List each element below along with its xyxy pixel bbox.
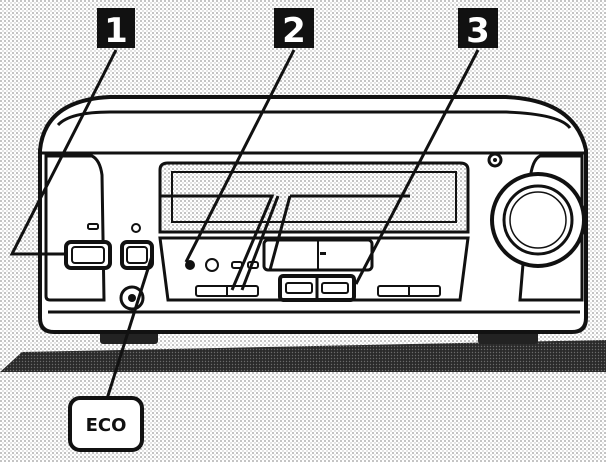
volume-knob-ring xyxy=(509,191,567,249)
select-button-left[interactable] xyxy=(285,282,313,294)
remote-sensor-core xyxy=(493,158,497,162)
callout-label-2: 2 xyxy=(282,11,306,51)
leader-line-1 xyxy=(9,49,118,256)
eco-key: ECO xyxy=(68,396,144,452)
leader-line-3a xyxy=(354,49,480,285)
small-knob-1[interactable] xyxy=(185,260,195,270)
eco-indicator-icon xyxy=(131,223,141,233)
headphone-jack-core xyxy=(128,294,136,302)
callout-label-3: 3 xyxy=(466,11,490,51)
callout-label-1: 1 xyxy=(104,11,128,51)
eco-button[interactable] xyxy=(120,240,154,270)
leader-line-eco xyxy=(104,255,154,403)
select-button-right[interactable] xyxy=(321,282,349,294)
leader-line-2b xyxy=(160,194,275,291)
eco-button-face xyxy=(126,246,148,264)
leader-line-2c xyxy=(240,195,280,291)
volume-knob-inner xyxy=(502,184,574,256)
power-button-face xyxy=(71,246,105,264)
leader-line-3c xyxy=(268,195,292,271)
small-knob-2[interactable] xyxy=(205,258,219,272)
callout-badge-2: 2 xyxy=(274,8,314,51)
eco-key-label: ECO xyxy=(86,415,127,436)
top-rim xyxy=(56,110,572,129)
standby-indicator xyxy=(87,223,99,230)
leader-lines xyxy=(9,49,480,403)
floor-shadow xyxy=(0,340,606,372)
callout-badge-1: 1 xyxy=(97,8,135,51)
callout-badge-3: 3 xyxy=(458,8,498,51)
leader-line-2a xyxy=(184,49,296,263)
tray-indicator xyxy=(320,252,326,255)
